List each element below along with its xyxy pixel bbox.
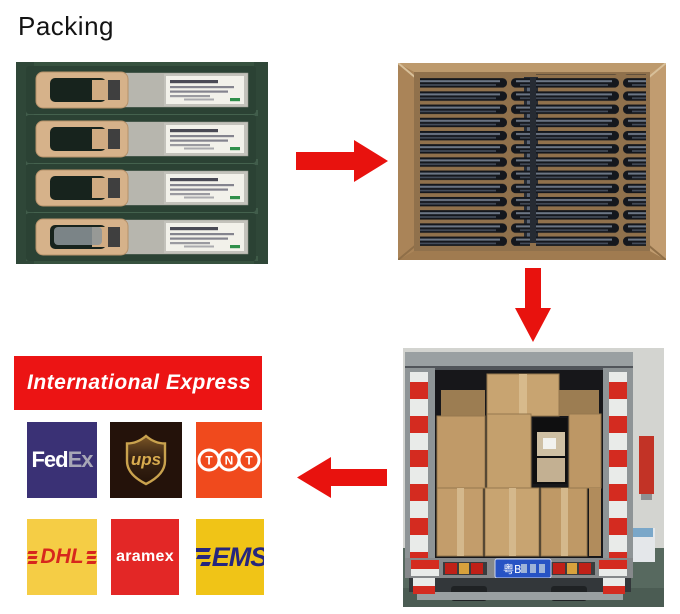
transceiver-tray-illustration [16,62,268,264]
ems-wordmark: EMS [196,542,264,573]
svg-text:ups: ups [131,450,161,469]
tnt-circles-icon: T N T [197,448,261,472]
fedex-wordmark: FedEx [31,447,93,472]
international-express-banner: International Express [14,356,262,410]
svg-text:T: T [245,454,253,468]
ups-logo: ups [110,422,182,498]
arrow-down-icon [515,268,551,342]
banner-label: International Express [27,371,252,394]
license-plate: 粤B [494,558,552,579]
svg-text:N: N [225,454,234,468]
dhl-left-dashes-icon [27,550,38,564]
fedex-logo: FedEx [27,422,97,498]
ems-logo: EMS [196,519,264,595]
ups-shield-icon: ups [125,434,167,486]
truck-illustration: 粤B [403,348,664,607]
aramex-logo: aramex [111,519,179,595]
transceiver-tray-photo [16,62,268,264]
ems-speed-lines-icon [196,548,211,566]
arrow-right-icon [296,140,388,182]
dhl-logo: DHL [27,519,97,595]
bag-carton-illustration [398,63,666,260]
aramex-wordmark: aramex [116,548,174,565]
antistatic-bag-carton-photo [398,63,666,260]
svg-text:粤B: 粤B [503,562,522,576]
tnt-logo: T N T [196,422,262,498]
dhl-wordmark: DHL [27,545,97,569]
arrow-left-icon [297,455,387,500]
carton-stack [436,373,602,557]
svg-text:T: T [205,454,213,468]
page-title: Packing [18,11,114,41]
truck-loading-photo: 粤B [403,348,664,607]
dhl-right-dashes-icon [86,550,97,564]
